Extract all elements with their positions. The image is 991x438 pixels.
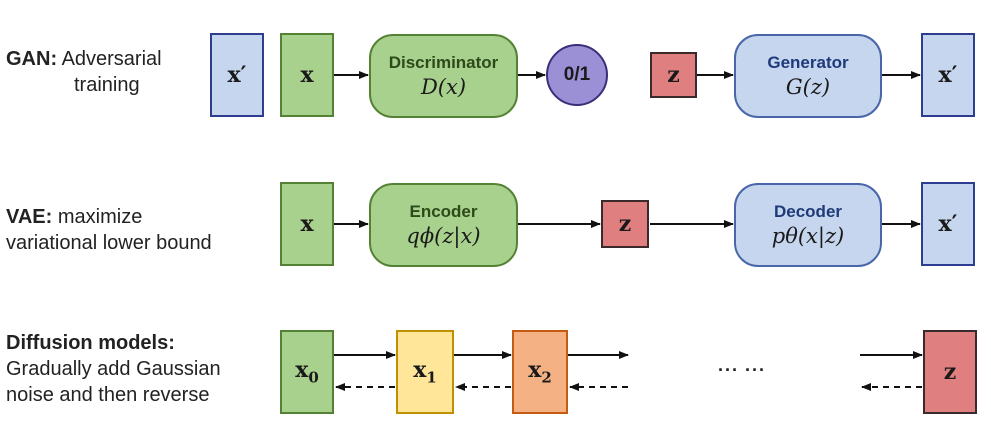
discriminator-output-text: 0/1 — [563, 64, 591, 85]
diffusion-label-bold: Diffusion models: — [6, 332, 175, 354]
gan-label-line1: Adversarial — [57, 48, 162, 70]
vae-x-text: x — [300, 211, 314, 237]
diffusion-z-box: z — [923, 330, 977, 414]
gan-z-box: z — [650, 52, 697, 98]
vae-label-bold: VAE: — [6, 206, 53, 228]
gan-x-prime-output: x′ — [921, 33, 975, 117]
diffusion-x0-sub: 0 — [308, 368, 319, 387]
diffusion-x2-base: x — [528, 357, 542, 384]
gan-label-bold: GAN: — [6, 48, 58, 70]
vae-x-prime-box: x′ — [921, 182, 975, 266]
diffusion-z-text: z — [943, 359, 957, 385]
encoder-fn: qϕ(z|x) — [406, 224, 481, 248]
discriminator-title: Discriminator — [388, 53, 499, 72]
diffusion-x2-sub: 2 — [541, 368, 552, 387]
generator-box: Generator G(z) — [734, 34, 882, 118]
vae-z-box: z — [601, 200, 649, 248]
vae-x-prime-text: x′ — [938, 211, 958, 237]
discriminator-fn: D(x) — [420, 75, 467, 99]
gan-x-prime-input-text: x′ — [227, 62, 247, 88]
vae-label-line1: maximize — [52, 206, 143, 228]
vae-label-line2: variational lower bound — [6, 232, 212, 254]
decoder-fn: pθ(x|z) — [771, 224, 845, 248]
gan-x-text: x — [300, 62, 314, 88]
diffusion-x1-base: x — [413, 357, 427, 384]
diffusion-label-line2: Gradually add Gaussian — [6, 358, 221, 380]
diffusion-x0-base: x — [295, 357, 309, 384]
gan-x-prime-output-text: x′ — [938, 62, 958, 88]
discriminator-output-circle: 0/1 — [546, 44, 608, 106]
diffusion-x1-box: x1 — [396, 330, 454, 414]
diffusion-x2-text: x2 — [528, 357, 552, 386]
vae-x-box: x — [280, 182, 334, 266]
diffusion-x0-box: x0 — [280, 330, 334, 414]
encoder-title: Encoder — [409, 202, 478, 221]
gan-x-box: x — [280, 33, 334, 117]
gan-label: GAN: Adversarial training — [6, 46, 206, 98]
gan-label-line2: training — [74, 74, 140, 96]
gan-z-text: z — [667, 62, 680, 88]
diffusion-x2-box: x2 — [512, 330, 568, 414]
diffusion-label-line3: noise and then reverse — [6, 384, 210, 406]
discriminator-box: Discriminator D(x) — [369, 34, 518, 118]
diffusion-x1-sub: 1 — [426, 368, 437, 387]
gan-x-prime-input: x′ — [210, 33, 264, 117]
diffusion-label: Diffusion models: Gradually add Gaussian… — [6, 330, 276, 408]
generator-title: Generator — [767, 53, 849, 72]
diffusion-x0-text: x0 — [295, 357, 319, 386]
vae-z-text: z — [618, 211, 632, 237]
vae-label: VAE: maximize variational lower bound — [6, 204, 276, 256]
decoder-title: Decoder — [773, 202, 843, 221]
diffusion-ellipsis: ··· ··· — [718, 360, 766, 380]
generator-fn: G(z) — [785, 75, 831, 99]
decoder-box: Decoder pθ(x|z) — [734, 183, 882, 267]
diffusion-x1-text: x1 — [413, 357, 437, 386]
encoder-box: Encoder qϕ(z|x) — [369, 183, 518, 267]
